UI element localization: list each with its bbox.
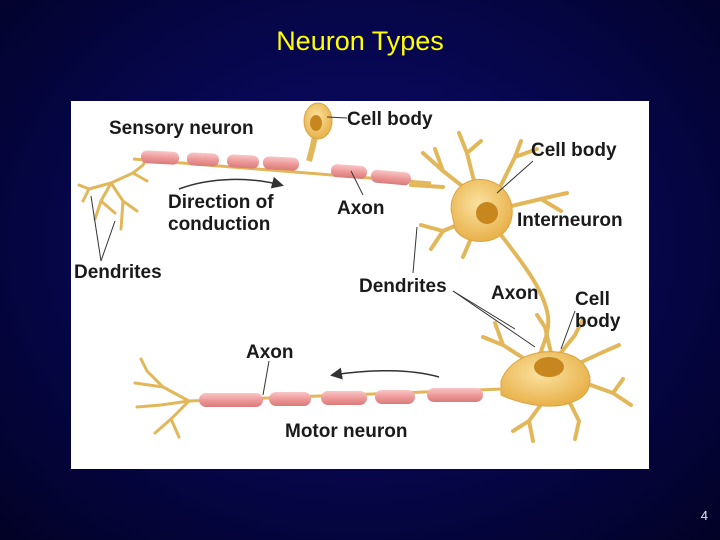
interneuron-axon	[499, 233, 551, 352]
neuron-diagram: Sensory neuron Cell body Cell body Direc…	[74, 102, 633, 443]
label-axon-motor: Axon	[246, 342, 294, 363]
label-direction-line2: conduction	[168, 214, 270, 235]
label-cell-body-motor-line1: Cell	[575, 289, 610, 310]
motor-neuron	[133, 313, 633, 443]
page-number: 4	[700, 508, 708, 523]
label-sensory-neuron: Sensory neuron	[109, 118, 254, 139]
neuron-types-figure: Sensory neuron Cell body Cell body Direc…	[71, 101, 649, 469]
sensory-nucleus	[310, 115, 322, 131]
motor-cell-body	[500, 351, 591, 407]
label-direction-line1: Direction of	[168, 192, 274, 213]
slide-title: Neuron Types	[276, 26, 444, 56]
sensory-dendrites	[77, 151, 151, 231]
sensory-neuron	[77, 102, 432, 231]
label-motor-neuron: Motor neuron	[285, 421, 407, 442]
motor-myelin	[199, 388, 483, 407]
interneuron	[409, 131, 569, 369]
interneuron-nucleus	[476, 202, 498, 224]
label-interneuron: Interneuron	[517, 210, 623, 231]
label-cell-body-sensory: Cell body	[347, 109, 433, 130]
label-axon-sensory: Axon	[337, 198, 385, 219]
label-cell-body-interneuron: Cell body	[531, 140, 617, 161]
motor-nucleus	[534, 357, 564, 377]
label-dendrites-center: Dendrites	[359, 276, 447, 297]
motor-terminals	[133, 357, 191, 439]
leader-lines	[90, 116, 576, 396]
sensory-myelin	[140, 150, 411, 186]
conduction-arrow-top	[178, 176, 284, 190]
label-dendrites-left: Dendrites	[74, 262, 162, 283]
conduction-arrow-bottom	[330, 367, 440, 380]
label-axon-interneuron: Axon	[491, 283, 539, 304]
label-cell-body-motor-line2: body	[575, 311, 621, 332]
